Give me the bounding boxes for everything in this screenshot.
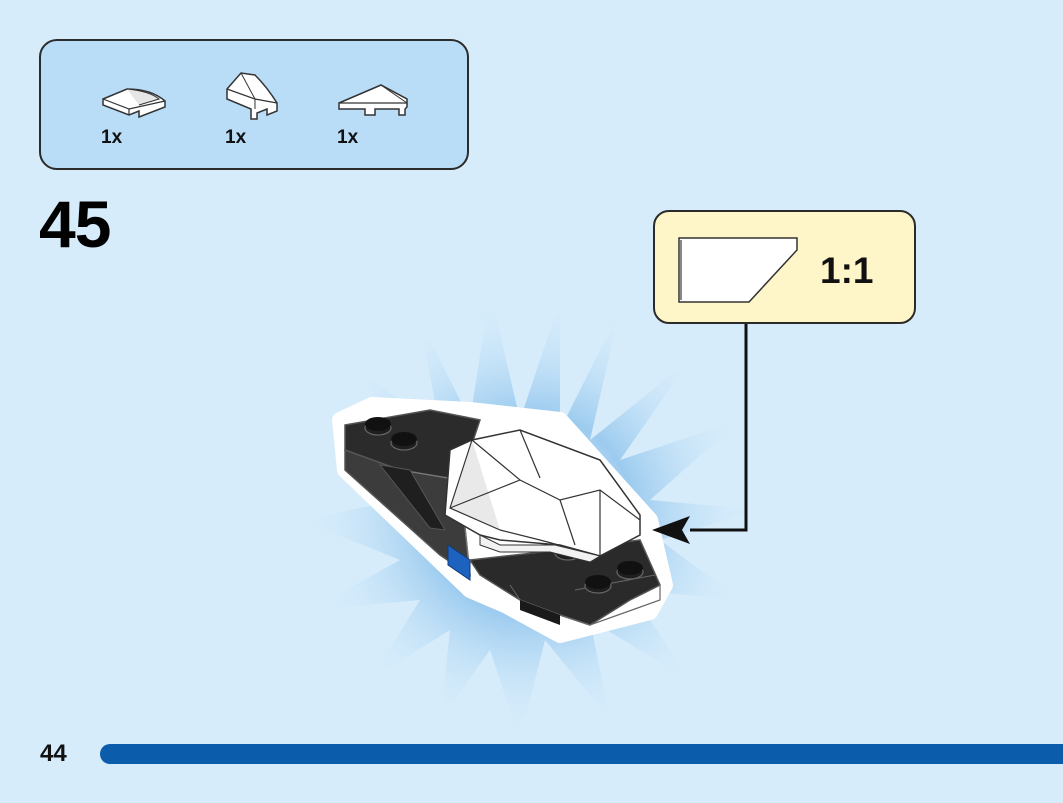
callout-pointer-line — [690, 324, 748, 532]
white-canopy-pieces — [444, 429, 641, 563]
part-quantity: 1x — [225, 127, 247, 148]
scale-callout-box — [653, 210, 916, 324]
page-number: 44 — [40, 740, 67, 767]
curved-slope-tile-icon — [102, 88, 166, 119]
wedge-plate-icon — [338, 84, 408, 116]
arrow-left-icon — [652, 516, 690, 544]
progress-bar — [100, 744, 1063, 764]
part-quantity: 1x — [101, 127, 123, 148]
wedge-slope-icon — [226, 72, 278, 120]
scale-label: 1:1 — [820, 250, 874, 291]
wedge-plate-1to1-icon — [678, 237, 798, 303]
black-base-model — [344, 409, 661, 626]
step-number: 45 — [39, 187, 111, 261]
part-quantity: 1x — [337, 127, 359, 148]
parts-list-box: 1x 1x 1x — [39, 39, 469, 170]
